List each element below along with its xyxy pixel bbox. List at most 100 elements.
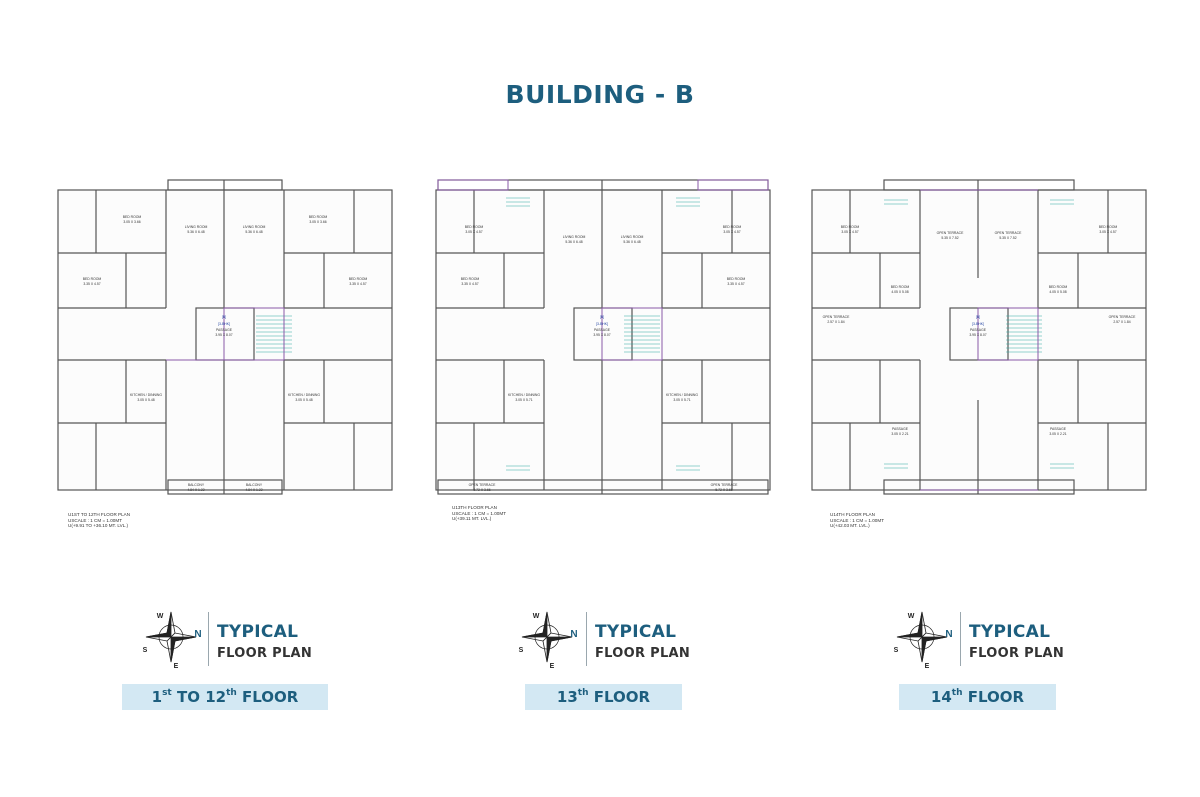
- room-dims: 3.35 X 4.57: [461, 282, 478, 286]
- plan-accents: [920, 189, 1039, 491]
- floor-plan-3-drawing: [B] [3-BHK] PASSAGE 3.95 X 8.07 OPEN TER…: [811, 179, 1147, 495]
- band-sup: th: [577, 688, 589, 698]
- compass-w: W: [157, 613, 164, 620]
- room-dims: 4.84 X 1.22: [245, 488, 262, 492]
- band-floor: FLOOR: [242, 688, 299, 706]
- unit-type: [3-BHK]: [596, 322, 608, 326]
- room-label: OPEN TERRACE: [823, 315, 850, 319]
- room-dims: 5.36 X 6.48: [565, 240, 582, 244]
- room-dims: 3.35 X 4.57: [727, 282, 744, 286]
- stair-hatch: [256, 315, 292, 353]
- room-dims: 3.05 X 5.48: [295, 398, 312, 402]
- room-label: OPEN TERRACE: [711, 483, 738, 487]
- divider: [586, 612, 587, 666]
- unit-type: [3-BHK]: [218, 322, 230, 326]
- floor-range-badge: 1st TO 12th FLOOR: [122, 684, 328, 710]
- typical-label: TYPICAL: [595, 622, 677, 642]
- compass-w: W: [533, 613, 540, 620]
- room-label: BED ROOM: [83, 277, 102, 281]
- room-label: LIVING ROOM: [563, 235, 586, 239]
- center-label: PASSAGE: [970, 328, 987, 332]
- plan-walls: [57, 179, 393, 495]
- room-label: BED ROOM: [1049, 285, 1068, 289]
- room-dims: 3.35 X 4.57: [83, 282, 100, 286]
- caption-level: U(+9.91 TO +36.10 MT. LVL.): [68, 523, 129, 529]
- room-label: LIVING ROOM: [621, 235, 644, 239]
- compass-e: E: [550, 663, 555, 668]
- floor-plan-1-drawing: [B] [3-BHK] PASSAGE 3.95 X 8.07 LIVING R…: [57, 179, 393, 495]
- floor-plan-caption: U13TH FLOOR PLAN USCALE : 1 CM = 1.00MT …: [452, 505, 506, 522]
- plan-walls: [811, 179, 1147, 495]
- room-dims: 3.05 X 3.66: [123, 220, 140, 224]
- floor-plan-label: FLOOR PLAN: [969, 646, 1065, 661]
- band-sup: th: [951, 688, 963, 698]
- unit-tag: [B]: [976, 315, 980, 319]
- band-mid: TO 12: [176, 688, 227, 706]
- compass-icon: W N S E: [140, 606, 202, 668]
- floor-range-badge: 13th FLOOR: [525, 684, 682, 710]
- caption-level: U(+42.03 MT. LVL.): [830, 523, 870, 529]
- typical-label: TYPICAL: [969, 622, 1051, 642]
- divider: [960, 612, 961, 666]
- room-label: KITCHEN / DINNING: [666, 393, 698, 397]
- floor-plan-caption: U1ST TO 12TH FLOOR PLAN USCALE : 1 CM = …: [68, 512, 130, 529]
- caption-scale: USCALE : 1 CM = 1.00MT: [452, 510, 506, 516]
- room-dims: 4.05 X 5.08: [891, 290, 908, 294]
- room-dims: 3.05 X 2.21: [891, 432, 908, 436]
- room-label: BED ROOM: [891, 285, 910, 289]
- caption-title: U13TH FLOOR PLAN: [452, 505, 497, 510]
- room-label: OPEN TERRACE: [995, 231, 1022, 235]
- compass-w: W: [908, 613, 915, 620]
- compass-icon: W N S E: [516, 606, 578, 668]
- room-label: KITCHEN / DINNING: [130, 393, 162, 397]
- room-label: LIVING ROOM: [185, 225, 208, 229]
- room-dims: 5.36 X 6.48: [245, 230, 262, 234]
- compass-s: S: [894, 647, 899, 654]
- compass-s: S: [143, 647, 148, 654]
- caption-scale: USCALE : 1 CM = 1.00MT: [830, 517, 884, 523]
- room-label: BED ROOM: [465, 225, 484, 229]
- room-dims: 3.05 X 3.66: [309, 220, 326, 224]
- unit-tag: [B]: [600, 315, 604, 319]
- room-dims: 5.35 X 7.52: [999, 236, 1016, 240]
- compass-n: N: [194, 629, 201, 640]
- stair-hatch: [506, 197, 700, 471]
- plan-accents: [166, 307, 285, 361]
- room-label: BED ROOM: [841, 225, 860, 229]
- room-label: OPEN TERRACE: [937, 231, 964, 235]
- room-dims: 5.72 X 3.66: [473, 488, 490, 492]
- room-dims: 4.84 X 1.22: [187, 488, 204, 492]
- divider: [208, 612, 209, 666]
- floor-plan-label: FLOOR PLAN: [595, 646, 691, 661]
- room-dims: 3.05 X 5.48: [137, 398, 154, 402]
- room-dims: 3.05 X 4.57: [723, 230, 740, 234]
- stair-hatch: [884, 199, 1074, 469]
- page-title: BUILDING - B: [505, 80, 695, 109]
- caption-title: U1ST TO 12TH FLOOR PLAN: [68, 512, 131, 517]
- unit-tag: [B]: [222, 315, 226, 319]
- room-label: LIVING ROOM: [243, 225, 266, 229]
- room-dims: 3.05 X 4.57: [841, 230, 858, 234]
- room-label: BED ROOM: [727, 277, 746, 281]
- room-label: OPEN TERRACE: [469, 483, 496, 487]
- room-dims: 3.05 X 5.71: [673, 398, 690, 402]
- unit-type: [3-BHK]: [972, 322, 984, 326]
- room-label: PASSAGE: [892, 427, 909, 431]
- room-label: OPEN TERRACE: [1109, 315, 1136, 319]
- room-label: BED ROOM: [349, 277, 368, 281]
- center-label: PASSAGE: [594, 328, 611, 332]
- room-label: BED ROOM: [309, 215, 328, 219]
- compass-n: N: [570, 629, 577, 640]
- room-dims: 3.05 X 4.57: [1099, 230, 1116, 234]
- band-num: 13: [556, 688, 578, 706]
- band-sup: st: [162, 688, 172, 698]
- floor-plan-2: [B] [3-BHK] PASSAGE 3.95 X 8.07 LIVING R…: [434, 178, 772, 503]
- room-dims: 3.05 X 2.21: [1049, 432, 1066, 436]
- compass-e: E: [174, 663, 179, 668]
- room-dims: 5.36 X 6.48: [187, 230, 204, 234]
- band-sup: th: [226, 688, 237, 698]
- center-dims: 3.95 X 8.07: [215, 333, 232, 337]
- room-dims: 5.36 X 6.48: [623, 240, 640, 244]
- band-num: 14: [930, 688, 952, 706]
- room-label: BED ROOM: [1099, 225, 1118, 229]
